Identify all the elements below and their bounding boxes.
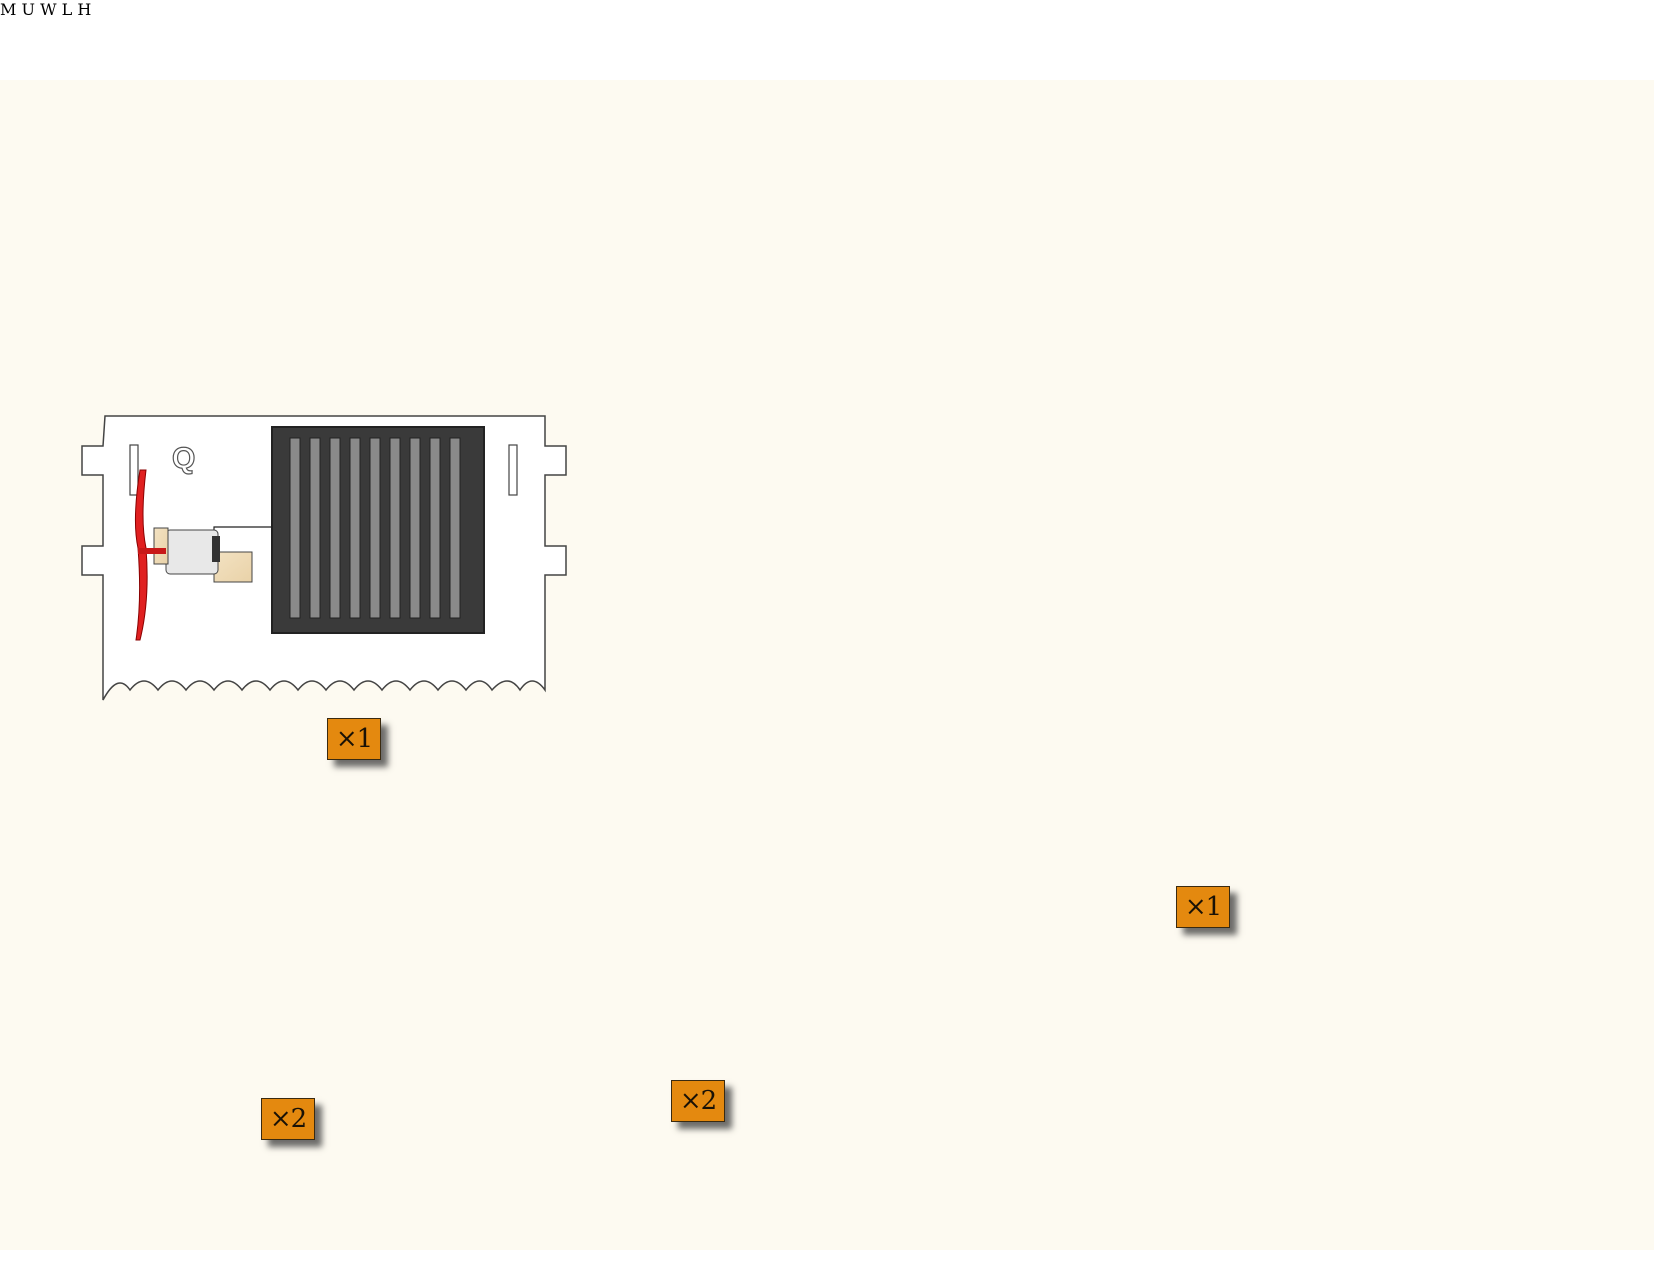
solar-panel [271, 426, 485, 634]
panel-q-quantity-badge: ×1 [327, 718, 381, 760]
pump-w-letter: W [40, 0, 57, 19]
panel-q: Q [81, 415, 567, 701]
roof-strips-quantity-badge: ×2 [261, 1098, 315, 1140]
panel-q-letter: Q [172, 442, 195, 475]
motor-with-propeller [134, 469, 272, 641]
water-mill-house-assembly: M U W [0, 0, 91, 19]
assembly-quantity-badge: ×1 [1176, 886, 1230, 928]
house-letter: L [61, 0, 73, 19]
pump-letter: U [21, 0, 35, 19]
base-letter: M [0, 0, 17, 19]
side-letter: H [77, 0, 92, 19]
house: L H [62, 0, 92, 19]
base-plate: M U W [0, 0, 91, 19]
connector-pins-quantity-badge: ×2 [671, 1080, 725, 1122]
pump-block: U W [21, 0, 61, 19]
